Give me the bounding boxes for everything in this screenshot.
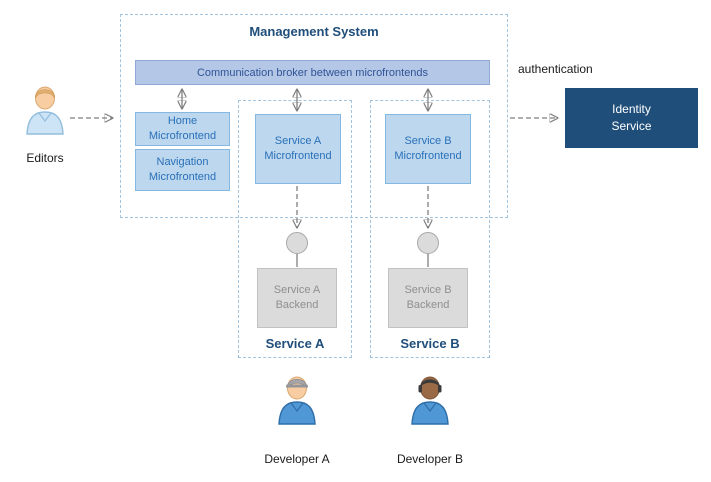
communication-broker-box: Communication broker between microfronte… [135, 60, 490, 85]
service-b-group-label: Service B [400, 336, 460, 351]
service-b-backend-box: Service B Backend [388, 268, 468, 328]
service-a-group-label: Service A [265, 336, 325, 351]
identity-service-label: Identity Service [611, 101, 652, 133]
service-b-microfrontend-box: Service B Microfrontend [385, 114, 471, 184]
management-system-group: Management System [120, 14, 508, 218]
identity-service-box: Identity Service [565, 88, 698, 148]
home-microfrontend-box: Home Microfrontend [135, 112, 230, 146]
developer-a-label: Developer A [264, 452, 330, 466]
editors-label: Editors [26, 151, 64, 165]
service-a-backend-label: Service A Backend [273, 283, 321, 311]
service-a-group: Service A [238, 100, 352, 358]
service-b-microfrontend-label: Service B Microfrontend [394, 135, 462, 162]
developer-b-person-icon [411, 376, 449, 425]
navigation-microfrontend-box: Navigation Microfrontend [135, 149, 230, 191]
service-a-interface-circle [286, 232, 308, 254]
service-a-microfrontend-box: Service A Microfrontend [255, 114, 341, 184]
home-microfrontend-label: Home Microfrontend [148, 115, 217, 142]
developer-b-label: Developer B [396, 452, 464, 466]
authentication-label: authentication [518, 62, 593, 76]
communication-broker-label: Communication broker between microfronte… [196, 66, 429, 79]
developer-a-person-icon [278, 376, 316, 425]
service-b-group: Service B [370, 100, 490, 358]
service-b-interface-circle [417, 232, 439, 254]
service-a-backend-box: Service A Backend [257, 268, 337, 328]
navigation-microfrontend-label: Navigation Microfrontend [148, 156, 217, 183]
service-a-microfrontend-label: Service A Microfrontend [264, 135, 332, 162]
service-b-backend-label: Service B Backend [404, 283, 452, 311]
management-system-title: Management System [249, 24, 379, 39]
editors-person-icon [26, 86, 64, 135]
